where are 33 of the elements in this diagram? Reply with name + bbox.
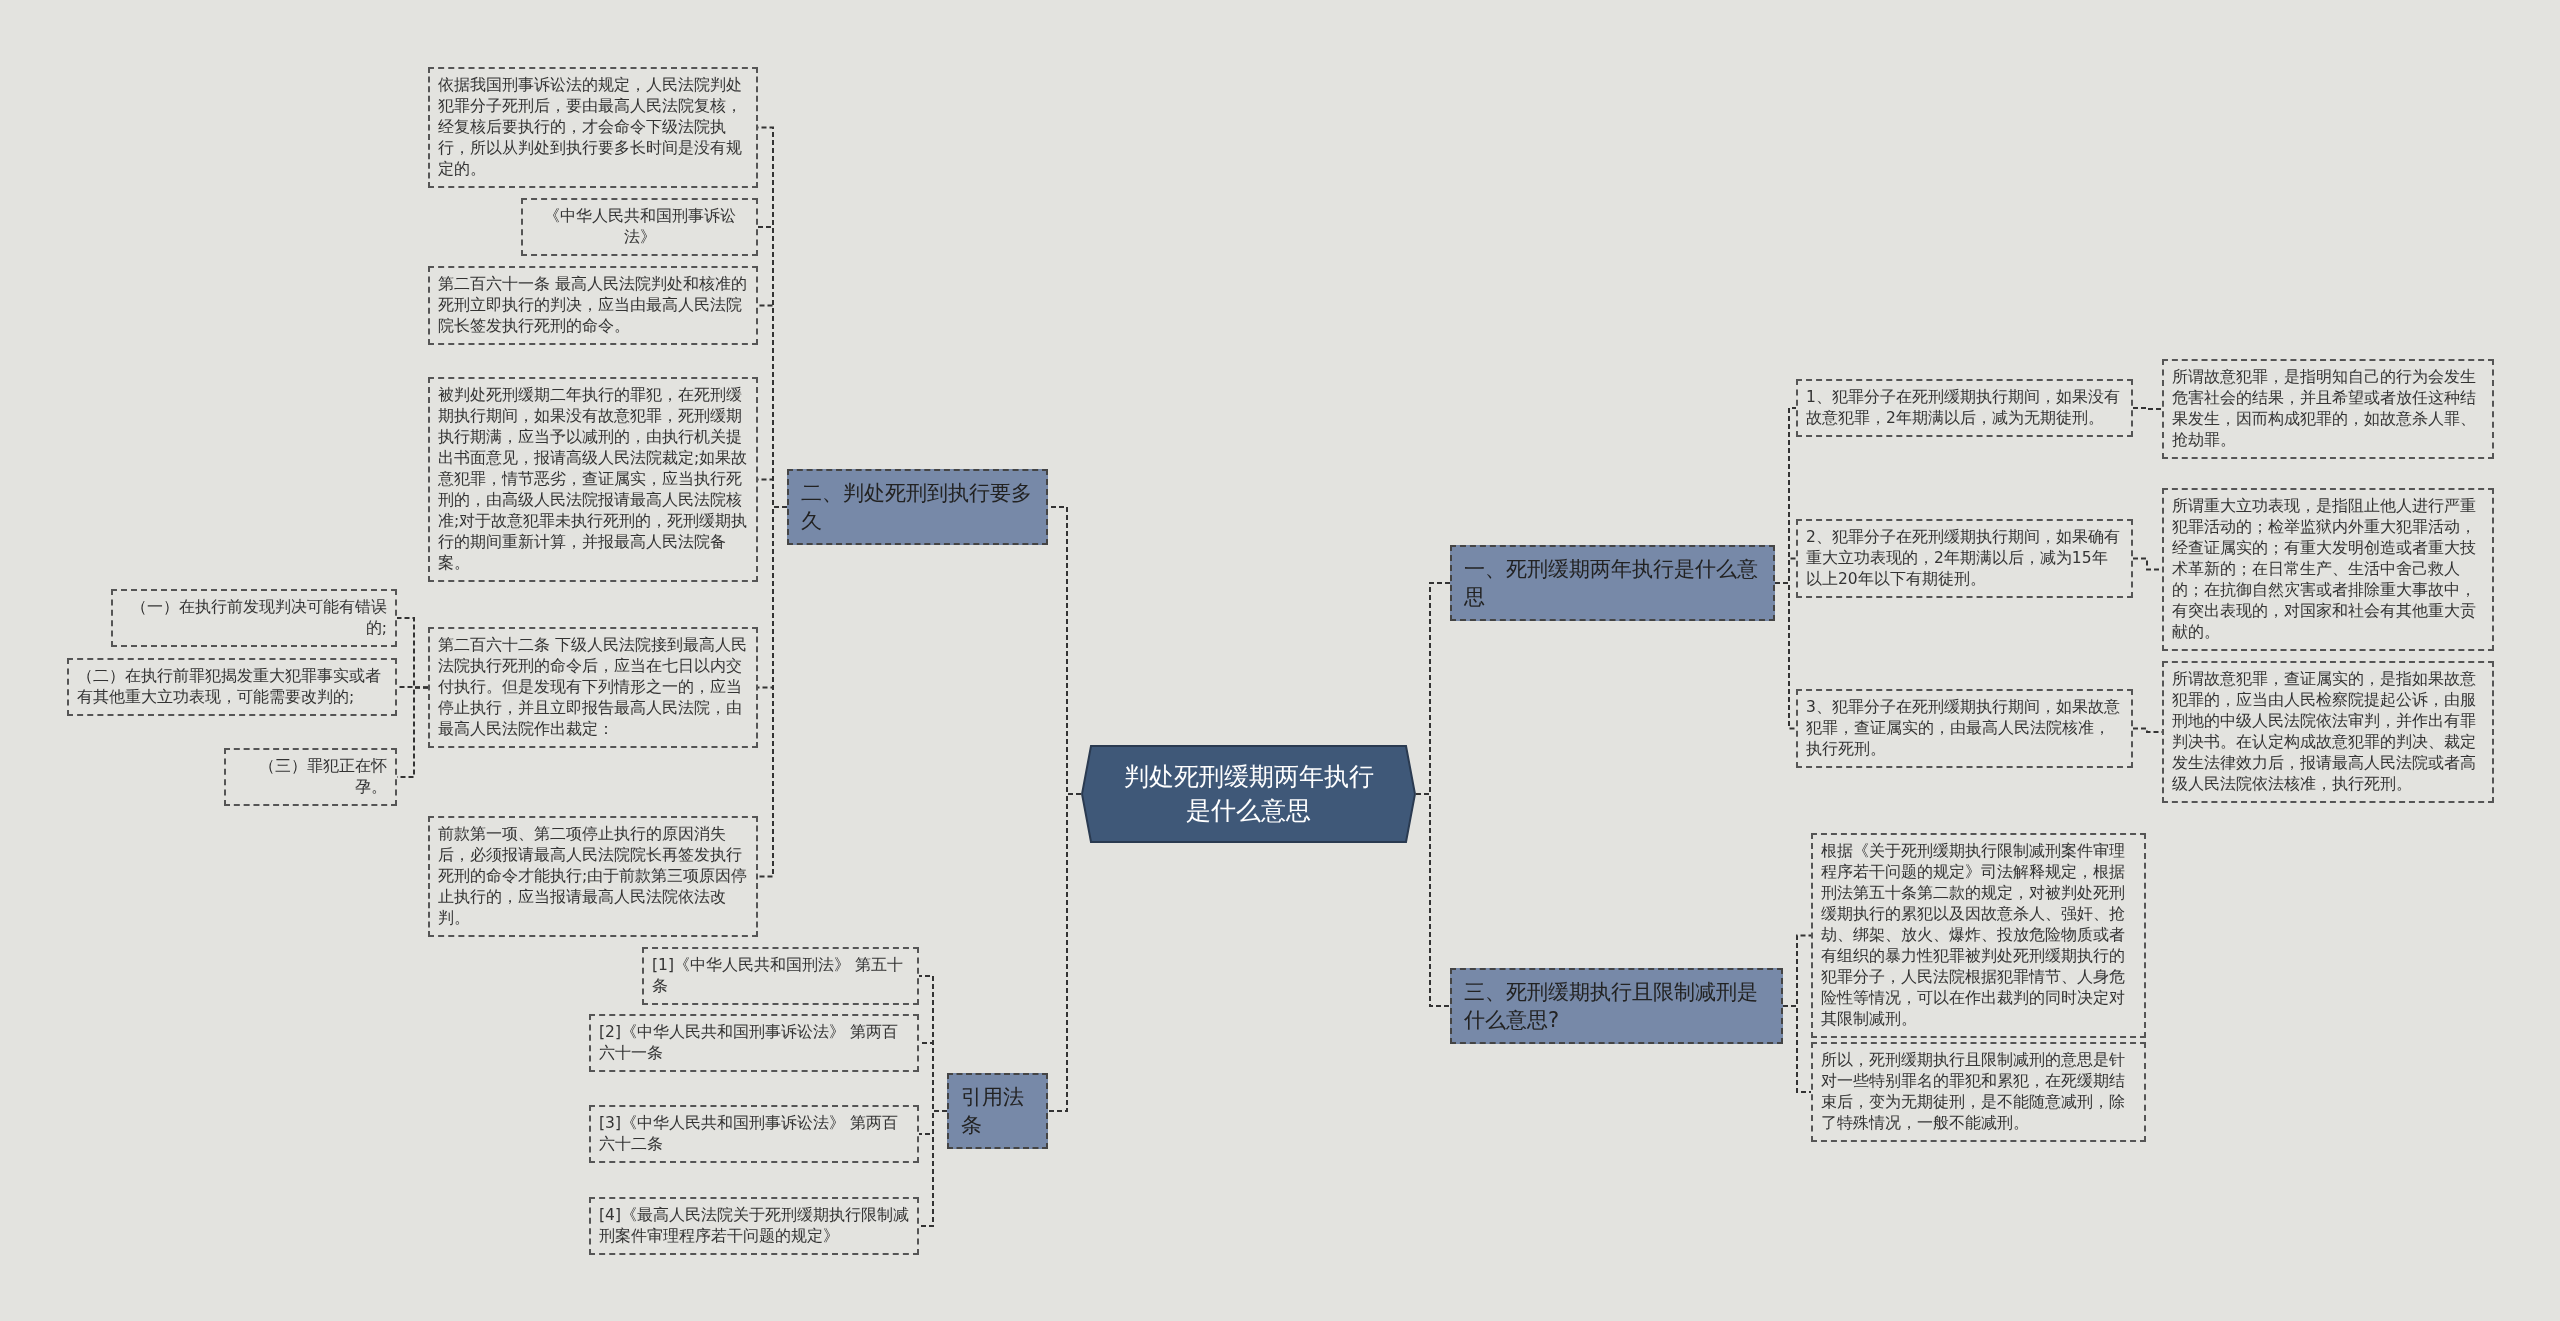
note-box: [4]《最高人民法院关于死刑缓期执行限制减刑案件审理程序若干问题的规定》 bbox=[589, 1197, 919, 1255]
connector-line bbox=[918, 1110, 948, 1227]
connector-line bbox=[1782, 1005, 1812, 1093]
note-box: 所谓故意犯罪，查证属实的，是指如果故意犯罪的，应当由人民检察院提起公诉，由服刑地的中级人民法院依法审判，并作出有罪判决书。在认定构成故意犯罪的判决、裁定发生法律效力后，报请最高人民法院或者高级人民法院依法核准，执行死刑。 bbox=[2162, 661, 2494, 803]
note-box: （三）罪犯正在怀孕。 bbox=[224, 748, 397, 806]
note-box: 2、犯罪分子在死刑缓期执行期间，如果确有重大立功表现的，2年期满以后，减为15年以上20年以下有期徒刑。 bbox=[1796, 519, 2133, 598]
note-box: 依据我国刑事诉讼法的规定，人民法院判处犯罪分子死刑后，要由最高人民法院复核，经复核后要执行的，才会命令下级法院执行，所以从判处到执行要多长时间是没有规定的。 bbox=[428, 67, 758, 188]
connector-line bbox=[2132, 407, 2163, 410]
branch-topic-box: 二、判处死刑到执行要多久 bbox=[787, 469, 1048, 545]
note-box: 被判处死刑缓期二年执行的罪犯，在死刑缓期执行期间，如果没有故意犯罪，死刑缓期执行期满，应当予以减刑的，由执行机关提出书面意见，报请高级人民法院裁定;如果故意犯罪，情节恶劣，查证属实，应当执行死刑的，由高级人民法院报请最高人民法院核准;对于故意犯罪未执行死刑的，死刑缓期执行的期间重新计算，并报最高人民法院备案。 bbox=[428, 377, 758, 582]
branch-topic-box: 引用法条 bbox=[947, 1073, 1048, 1149]
connector-line bbox=[1774, 582, 1797, 730]
note-box: （二）在执行前罪犯揭发重大犯罪事实或者有其他重大立功表现，可能需要改判的; bbox=[67, 658, 397, 716]
connector-line bbox=[396, 686, 429, 778]
note-box: 1、犯罪分子在死刑缓期执行期间，如果没有故意犯罪，2年期满以后，减为无期徒刑。 bbox=[1796, 379, 2133, 437]
note-box: [2]《中华人民共和国刑事诉讼法》 第两百六十一条 bbox=[589, 1014, 919, 1072]
note-box: 根据《关于死刑缓期执行限制减刑案件审理程序若干问题的规定》司法解释规定，根据刑法第五十条第二款的规定，对被判处死刑缓期执行的累犯以及因故意杀人、强奸、抢劫、绑架、放火、爆炸、投放危险物质或者有组织的暴力性犯罪被判处死刑缓期执行的犯罪分子，人民法院根据犯罪情节、人身危险性等情况，可以在作出裁判的同时决定对其限制减刑。 bbox=[1811, 833, 2146, 1038]
note-box: 第二百六十二条 下级人民法院接到最高人民法院执行死刑的命令后，应当在七日以内交付执行。但是发现有下列情形之一的，应当停止执行，并且立即报告最高人民法院，由最高人民法院作出裁定： bbox=[428, 627, 758, 748]
note-box: [3]《中华人民共和国刑事诉讼法》 第两百六十二条 bbox=[589, 1105, 919, 1163]
connector-line bbox=[1415, 793, 1451, 1007]
branch-topic-box: 一、死刑缓期两年执行是什么意思 bbox=[1450, 545, 1775, 621]
note-box: 3、犯罪分子在死刑缓期执行期间，如果故意犯罪，查证属实的，由最高人民法院核准，执行死刑。 bbox=[1796, 689, 2133, 768]
note-box: 《中华人民共和国刑事诉讼法》 bbox=[521, 198, 758, 256]
note-box: 所以，死刑缓期执行且限制减刑的意思是针对一些特别罪名的罪犯和累犯，在死缓期结束后，变为无期徒刑，是不能随意减刑，除了特殊情况，一般不能减刑。 bbox=[1811, 1042, 2146, 1142]
root-topic-box: 判处死刑缓期两年执行是什么意思 bbox=[1081, 745, 1416, 843]
note-box: 前款第一项、第二项停止执行的原因消失后，必须报请最高人民法院院长再签发执行死刑的命令才能执行;由于前款第三项原因停止执行的，应当报请最高人民法院依法改判。 bbox=[428, 816, 758, 937]
note-box: 第二百六十一条 最高人民法院判处和核准的死刑立即执行的判决，应当由最高人民法院院长签发执行死刑的命令。 bbox=[428, 266, 758, 345]
note-box: 所谓故意犯罪，是指明知自己的行为会发生危害社会的结果，并且希望或者放任这种结果发生，因而构成犯罪的，如故意杀人罪、抢劫罪。 bbox=[2162, 359, 2494, 459]
note-box: [1]《中华人民共和国刑法》 第五十条 bbox=[642, 947, 919, 1005]
note-box: （一）在执行前发现判决可能有错误的; bbox=[111, 589, 397, 647]
connector-line bbox=[1047, 793, 1082, 1112]
branch-topic-box: 三、死刑缓期执行且限制减刑是什么意思? bbox=[1450, 968, 1783, 1044]
note-box: 所谓重大立功表现，是指阻止他人进行严重犯罪活动的；检举监狱内外重大犯罪活动，经查证属实的；有重大发明创造或者重大技术革新的；在日常生产、生活中舍己救人的；在抗御自然灾害或者排除重大事故中，有突出表现的，对国家和社会有其他重大贡献的。 bbox=[2162, 488, 2494, 651]
